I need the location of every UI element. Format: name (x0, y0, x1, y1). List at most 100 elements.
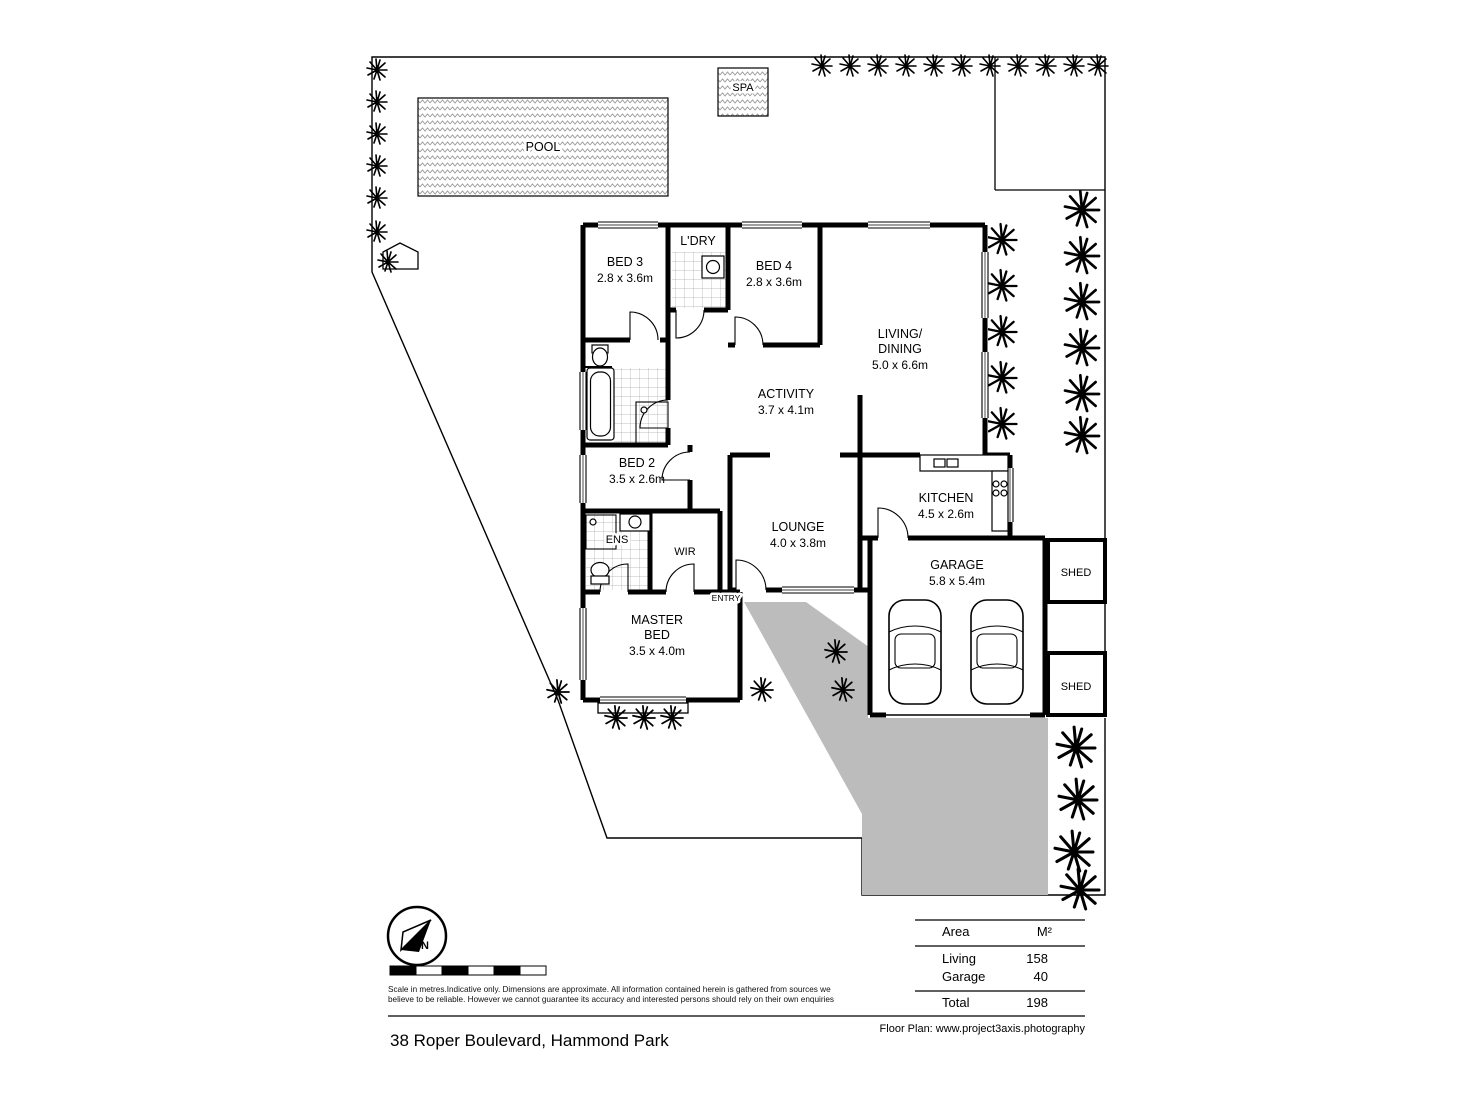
room-dims-garage: 5.8 x 5.4m (929, 574, 985, 588)
room-dims-activity: 3.7 x 4.1m (758, 403, 814, 417)
room-label-living-1: LIVING/ (878, 327, 923, 341)
room-label-bed4: BED 4 (756, 259, 792, 273)
plant-icon (366, 58, 388, 81)
plant-icon (979, 54, 1001, 77)
room-label-master-2: BED (644, 628, 670, 642)
footer: Floor Plan: www.project3axis.photography… (388, 1015, 1086, 1050)
car-icon (888, 599, 942, 705)
table-row-living-label: Living (942, 951, 976, 966)
plant-icon (366, 220, 388, 243)
room-label-garage: GARAGE (930, 558, 984, 572)
spa-area: SPA (717, 67, 769, 117)
plant-icon (867, 54, 889, 77)
room-dims-lounge: 4.0 x 3.8m (770, 536, 826, 550)
bay-window (597, 702, 689, 714)
plant-icon (839, 54, 861, 77)
plant-icon (895, 54, 917, 77)
pool (417, 97, 669, 197)
plant-icon (604, 705, 628, 730)
shed-2 (1046, 651, 1107, 717)
pool-label: POOL (526, 140, 561, 154)
plant-icon (1063, 189, 1101, 229)
north-arrow-icon: N (386, 905, 448, 967)
fixtures (585, 255, 1024, 705)
sink-icon (946, 458, 959, 468)
disclaimer: Scale in metres.Indicative only. Dimensi… (388, 985, 834, 1004)
toilet-icon (591, 344, 609, 367)
plant-icon (1063, 415, 1101, 455)
disclaimer-line-1: Scale in metres.Indicative only. Dimensi… (388, 985, 831, 994)
room-label-bed3: BED 3 (607, 255, 643, 269)
plant-icon (1063, 54, 1085, 77)
plant-icon (366, 122, 388, 145)
bathroom-tiles (614, 368, 668, 445)
plant-icon (1063, 373, 1101, 413)
plant-icon (986, 360, 1018, 394)
plant-icon (1063, 327, 1101, 367)
car-icon (970, 599, 1024, 705)
credit-text: Floor Plan: www.project3axis.photography (880, 1023, 1086, 1035)
table-total-value: 198 (1026, 995, 1048, 1010)
room-dims-living: 5.0 x 6.6m (872, 358, 928, 372)
room-label-shed2: SHED (1061, 681, 1092, 693)
table-header-area: Area (942, 924, 970, 939)
plant-icon (986, 314, 1018, 348)
plant-icon (750, 677, 774, 702)
room-dims-bed3: 2.8 x 3.6m (597, 271, 653, 285)
shower-icon (635, 401, 669, 444)
windows (579, 221, 1014, 714)
driveway (744, 602, 1048, 895)
pool-area: POOL (417, 97, 669, 197)
sink-icon (933, 458, 946, 468)
plant-icon (1063, 235, 1101, 275)
room-label-ens: ENS (606, 534, 629, 546)
table-header-unit: M² (1037, 924, 1053, 939)
plant-icon (1059, 867, 1101, 911)
laundry-trough-icon (701, 255, 725, 279)
plant-icon (366, 90, 388, 113)
table-row-garage-label: Garage (942, 969, 985, 984)
plant-icon (986, 406, 1018, 440)
room-label-living-2: DINING (878, 342, 922, 356)
disclaimer-line-2: believe to be reliable. However we canno… (388, 995, 834, 1004)
plant-icon (366, 186, 388, 209)
door-arcs (599, 309, 909, 593)
room-label-kitchen: KITCHEN (919, 491, 974, 505)
ensuite-shower-icon (585, 514, 617, 550)
room-label-entry: ENTRY (712, 593, 741, 603)
table-total-label: Total (942, 995, 970, 1010)
room-label-master-1: MASTER (631, 613, 683, 627)
ensuite-vanity-icon (619, 513, 651, 532)
plant-icon (1035, 54, 1057, 77)
plant-icon (366, 154, 388, 177)
spa-label: SPA (732, 82, 754, 94)
plant-icon (1053, 829, 1095, 873)
plant-icon (1055, 725, 1097, 769)
ensuite-toilet-icon (590, 561, 610, 585)
house (579, 221, 1108, 718)
bathtub-icon (586, 367, 615, 441)
plant-icon (1063, 281, 1101, 321)
room-label-shed1: SHED (1061, 567, 1092, 579)
plant-icon (1057, 777, 1099, 821)
room-label-bed2: BED 2 (619, 456, 655, 470)
room-dims-kitchen: 4.5 x 2.6m (918, 507, 974, 521)
area-table: Area M² Living 158 Garage 40 Total 198 (915, 919, 1085, 1010)
plant-icon (811, 54, 833, 77)
kitchen-bench (919, 454, 1009, 532)
room-label-lounge: LOUNGE (772, 520, 825, 534)
table-row-living-value: 158 (1026, 951, 1048, 966)
compass-letter: N (421, 940, 429, 952)
spa (717, 67, 769, 117)
boundary-marker (382, 242, 419, 270)
room-dims-bed2: 3.5 x 2.6m (609, 472, 665, 486)
scale-bar (389, 965, 547, 976)
room-label-wir: WIR (674, 546, 695, 558)
plant-icon (986, 268, 1018, 302)
room-label-ldry: L'DRY (680, 234, 716, 248)
plant-icon (986, 222, 1018, 256)
room-label-activity: ACTIVITY (758, 387, 815, 401)
stove-icon (992, 480, 1008, 497)
